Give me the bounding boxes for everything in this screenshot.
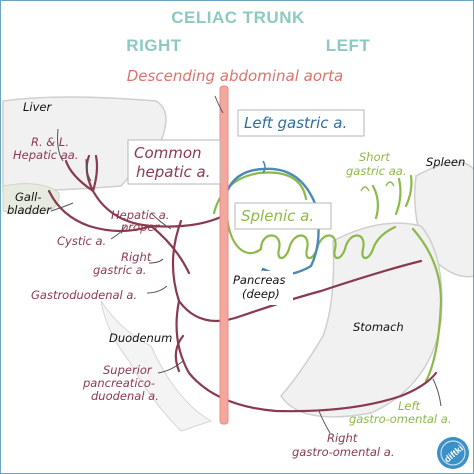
sup-pd-label-2: pancreatico-: [82, 376, 155, 390]
spleen-label: Spleen: [426, 155, 465, 169]
short-gastric-label-2: gastric aa.: [346, 164, 407, 178]
hepatic-proper-label-1: Hepatic a.: [111, 208, 169, 222]
common-hepatic-box: [127, 139, 221, 185]
left-gastric-label: Left gastric a.: [244, 114, 347, 132]
right-gastro-omental-label-2: gastro-omental a.: [292, 445, 394, 459]
duodenum-label: Duodenum: [109, 331, 172, 345]
stomach-label: Stomach: [353, 320, 404, 334]
title: CELIAC TRUNK: [171, 8, 305, 27]
hepatic-proper-label-2: proper: [120, 220, 160, 234]
liver-label: Liver: [23, 100, 52, 114]
gallbladder-shape: [2, 183, 60, 215]
short-gastric-branches: [360, 181, 395, 192]
stomach-outline: [280, 222, 443, 418]
splenic-label: Splenic a.: [241, 207, 314, 225]
organ-outlines: [2, 96, 473, 432]
common-hepatic-label-2: hepatic a.: [136, 163, 210, 181]
aorta-label: Descending abdominal aorta: [127, 67, 344, 85]
cystic-label: Cystic a.: [57, 234, 106, 248]
short-gastric-label-1: Short: [359, 150, 390, 164]
splenic-box: [234, 202, 332, 230]
gastroduodenal-label: Gastroduodenal a.: [31, 288, 137, 302]
pancreas-label-2: (deep): [242, 287, 280, 301]
right-gastro-omental-label-1: Right: [327, 431, 358, 445]
descending-aorta: [219, 85, 229, 425]
diftki-logo: diftki: [437, 437, 469, 469]
right-gastric-label-1: Right: [121, 250, 152, 264]
sup-pd-label-1: Superior: [103, 363, 153, 377]
pancreas-label-1: Pancreas: [233, 273, 285, 287]
leader-lines: [50, 95, 442, 434]
duodenum-outline: [100, 300, 213, 432]
gallbladder-label-2: bladder: [7, 203, 52, 217]
left-gastric-box: [237, 109, 365, 137]
left-gastro-omental-label-1: Left: [398, 399, 421, 413]
gallbladder-label-1: Gall-: [15, 190, 42, 204]
right-label: RIGHT: [126, 36, 182, 55]
right-gastric-label-2: gastric a.: [93, 263, 146, 277]
sup-pd-label-3: duodenal a.: [91, 389, 159, 403]
rl-hepatic-label-1: R. & L.: [31, 135, 69, 149]
rl-hepatic-label-2: Hepatic aa.: [13, 148, 79, 162]
common-hepatic-label-1: Common: [134, 144, 202, 162]
left-gastric-tick: [262, 160, 266, 174]
pancreas-box: [229, 271, 293, 305]
left-label: LEFT: [326, 36, 371, 55]
left-gastro-omental-label-2: gastro-omental a.: [349, 412, 451, 426]
